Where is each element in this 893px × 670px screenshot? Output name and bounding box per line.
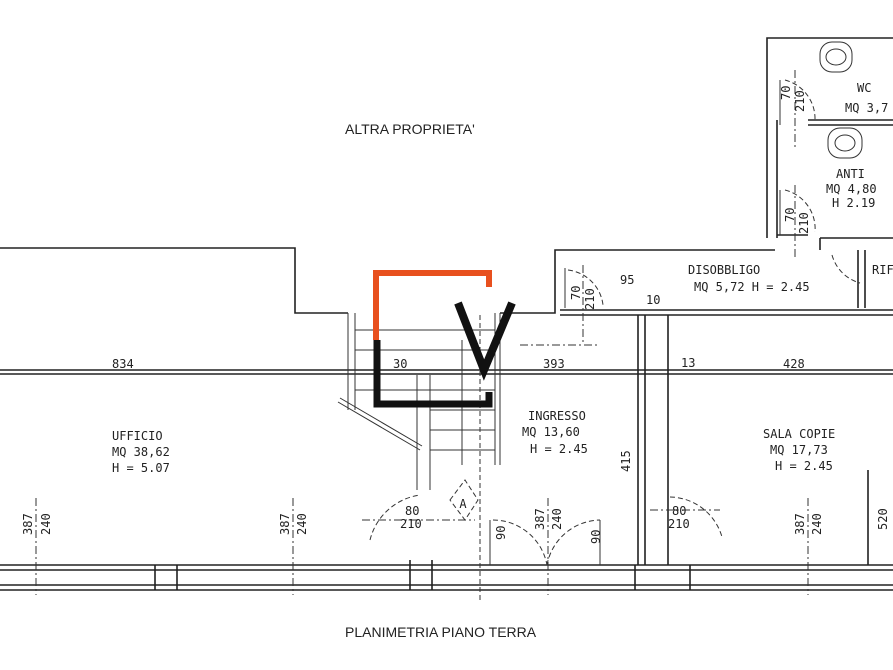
plan-label: 834 — [112, 357, 134, 371]
plan-label: 210 — [583, 288, 597, 310]
plan-label: H = 2.45 — [530, 442, 588, 456]
plan-label: H = 2.45 — [775, 459, 833, 473]
plan-label: 13 — [681, 356, 695, 370]
plan-label: 10 — [646, 293, 660, 307]
dimensions: 834 30 393 13 428 95 10 415 520 — [112, 273, 890, 530]
plan-label: MQ 5,72 H = 2.45 — [694, 280, 810, 294]
room-rif: RIF — [872, 263, 893, 277]
plan-label: 387 — [793, 513, 807, 535]
plan-label: H = 5.07 — [112, 461, 170, 475]
walls — [0, 37, 893, 591]
plan-label: 210 — [797, 212, 811, 234]
room-anti: ANTI MQ 4,80 H 2.19 — [826, 167, 877, 210]
room-ufficio: UFFICIO MQ 38,62 H = 5.07 — [112, 429, 170, 475]
plan-label: 70 — [569, 286, 583, 300]
plan-label: MQ 4,80 — [826, 182, 877, 196]
plan-label: 210 — [400, 517, 422, 531]
plan-label: SALA COPIE — [763, 427, 835, 441]
sinks — [819, 41, 863, 159]
plan-label: DISOBBLIGO — [688, 263, 760, 277]
plan-label: 520 — [876, 508, 890, 530]
plan-label: INGRESSO — [528, 409, 586, 423]
plan-label: 70 — [779, 86, 793, 100]
plan-label: WC — [857, 81, 871, 95]
plan-label: 240 — [39, 513, 53, 535]
plan-label: ANTI — [836, 167, 865, 181]
plan-label: 80 — [405, 504, 419, 518]
plan-label: 90 — [494, 526, 508, 540]
plan-label: MQ 3,7 — [845, 101, 888, 115]
plan-label: 387 — [533, 508, 547, 530]
bottom-label: PLANIMETRIA PIANO TERRA — [345, 624, 537, 640]
plan-label: 240 — [550, 508, 564, 530]
room-wc: WC MQ 3,7 — [845, 81, 888, 115]
plan-label: 240 — [295, 513, 309, 535]
lv-logo — [373, 270, 516, 408]
plan-label: 210 — [668, 517, 690, 531]
plan-label: 90 — [589, 530, 603, 544]
plan-label: 415 — [619, 450, 633, 472]
plan-label: MQ 38,62 — [112, 445, 170, 459]
plan-label: MQ 13,60 — [522, 425, 580, 439]
room-disobbligo: DISOBBLIGO MQ 5,72 H = 2.45 — [688, 263, 810, 294]
top-label: ALTRA PROPRIETA' — [345, 121, 475, 137]
stair-marker: A — [459, 497, 467, 511]
room-ingresso: INGRESSO MQ 13,60 H = 2.45 — [522, 409, 588, 456]
plan-label: H 2.19 — [832, 196, 875, 210]
room-sala-copie: SALA COPIE MQ 17,73 H = 2.45 — [763, 427, 835, 473]
window-markers — [35, 498, 809, 595]
plan-label: 95 — [620, 273, 634, 287]
plan-label: 393 — [543, 357, 565, 371]
plan-label: 30 — [393, 357, 407, 371]
plan-label: 387 — [21, 513, 35, 535]
doors: A — [362, 70, 861, 566]
plan-label: UFFICIO — [112, 429, 163, 443]
plan-label: MQ 17,73 — [770, 443, 828, 457]
plan-label: 70 — [783, 208, 797, 222]
opening-labels: 387 240 387 240 387 240 387 240 80 210 8… — [21, 86, 824, 544]
plan-label: 387 — [278, 513, 292, 535]
plan-label: 80 — [672, 504, 686, 518]
plan-label: 428 — [783, 357, 805, 371]
plan-label: 240 — [810, 513, 824, 535]
plan-label: 210 — [793, 90, 807, 112]
